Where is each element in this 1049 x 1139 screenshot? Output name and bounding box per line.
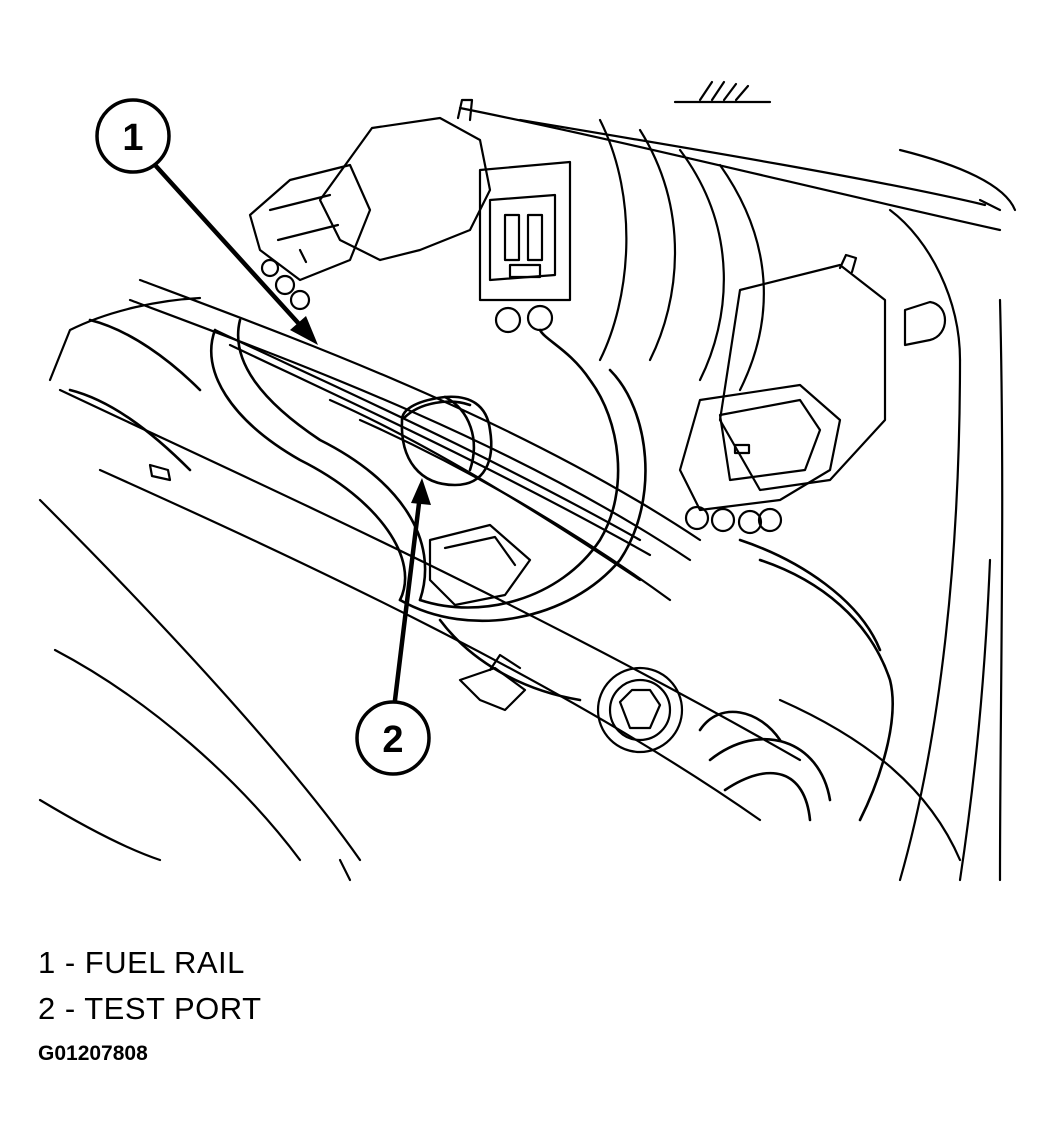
leader-arrowhead-1 [290,316,318,345]
right-injector-connector [678,253,946,535]
lower-connector [428,523,532,607]
leader-lines [152,162,423,703]
leader-arrowhead-2 [411,478,431,505]
fuel-rail [128,278,702,602]
legend-item-test-port: 2 - TEST PORT [38,991,262,1026]
callout-1-number: 1 [122,117,143,159]
harness-clip [458,653,527,712]
legend: 1 - FUEL RAIL 2 - TEST PORT [38,940,638,1032]
callout-1: 1 [95,98,171,174]
callout-2-number: 2 [382,719,403,761]
left-injector-connector [248,98,492,311]
hood-outline [458,80,1017,232]
intake-manifold [38,118,1004,882]
test-port [400,395,493,487]
legend-item-fuel-rail: 1 - FUEL RAIL [38,945,245,980]
bolt [596,666,684,754]
engine-fuel-rail-illustration: 1 2 [38,80,1017,882]
figure-code: G01207808 [38,1042,148,1065]
callout-2: 2 [355,700,431,776]
center-injector-connector [478,160,572,334]
